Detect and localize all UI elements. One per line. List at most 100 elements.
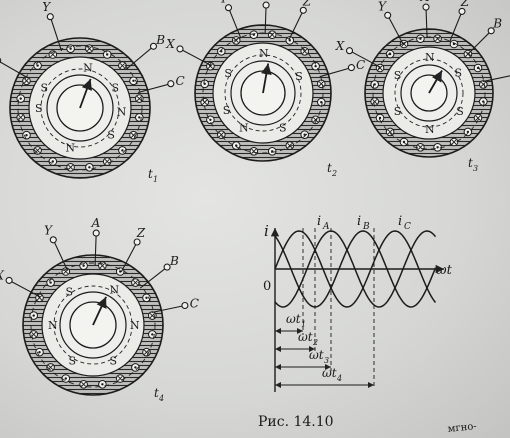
- terminal-label: Z: [460, 0, 470, 9]
- terminal-lead: [0, 61, 29, 79]
- curve-ib: [274, 230, 437, 308]
- curve-ic: [274, 230, 437, 308]
- time-marker-dashes: [302, 228, 375, 389]
- conductor-dot: [134, 366, 137, 369]
- time-label: t: [468, 156, 473, 170]
- pole-label: N: [83, 62, 93, 75]
- terminal-lead: [387, 15, 404, 45]
- terminal-post: [5, 276, 13, 284]
- marker-label-wt4: ωt 4: [322, 366, 342, 383]
- svg-text:A: A: [322, 222, 330, 232]
- pole-label: S: [223, 104, 231, 117]
- conductor-dot: [466, 130, 470, 134]
- terminal-lead: [179, 48, 212, 66]
- terminal-label: Y: [44, 224, 53, 238]
- terminal-post: [176, 45, 184, 53]
- svg-text:ωt: ωt: [309, 348, 324, 362]
- conductor-dot: [49, 281, 52, 284]
- current-waveform-graph: i ωt 0 i A i B i C ωt 1 ωt 2: [263, 214, 453, 392]
- flux-line-inner: [394, 58, 464, 128]
- terminal-post: [0, 57, 2, 64]
- conductor-cross: [119, 63, 125, 69]
- conductor-cross: [302, 48, 308, 54]
- conductor-dot: [19, 97, 22, 100]
- conductor-cross: [99, 263, 105, 269]
- pole-label: S: [224, 67, 232, 80]
- terminal-post: [487, 27, 495, 35]
- rotor-field-arrow: [261, 63, 272, 94]
- time-label-sub: 1: [153, 175, 158, 184]
- marker-label-wt1: ωt 1: [286, 312, 306, 329]
- conductor-dot: [82, 264, 85, 267]
- curve-label-ib: i B: [357, 214, 370, 232]
- svg-text:C: C: [404, 222, 411, 232]
- conductor-cross: [132, 280, 138, 286]
- svg-text:B: B: [362, 222, 370, 232]
- terminal-label: A: [260, 0, 270, 2]
- conductor-dot: [36, 64, 39, 67]
- conductor-cross: [387, 129, 393, 135]
- conductor-cross: [23, 78, 30, 84]
- terminal-lead: [288, 10, 304, 41]
- pole-label: S: [456, 105, 464, 118]
- time-label: t: [154, 386, 159, 400]
- terminal-post: [422, 3, 430, 11]
- terminal-label: Z: [302, 0, 312, 8]
- flux-line-inner: [224, 54, 302, 132]
- pole-label: N: [239, 122, 249, 135]
- machine-m4: SNNSSNXYAZBCt4: [0, 216, 199, 403]
- figure-caption: Рис. 14.10: [258, 414, 334, 430]
- conductor-cross: [318, 81, 324, 87]
- svg-text:1: 1: [301, 320, 306, 329]
- conductor-dot: [402, 140, 406, 144]
- terminal-post: [347, 64, 355, 72]
- terminal-post: [262, 1, 270, 9]
- rotor-field-arrow: [79, 78, 92, 109]
- terminal-lead: [151, 304, 186, 314]
- conductor-cross: [136, 96, 142, 102]
- terminal-post: [167, 80, 175, 88]
- flux-line-inner: [53, 285, 133, 365]
- pole-label: N: [48, 319, 58, 332]
- terminal-label: A: [420, 0, 430, 4]
- conductor-dot: [38, 351, 41, 354]
- graph-origin-label: 0: [263, 279, 271, 294]
- terminal-post: [46, 13, 54, 21]
- terminal-lead: [8, 279, 41, 298]
- marker-label-wt2: ωt 2: [298, 330, 318, 347]
- terminal-label: X: [165, 37, 175, 51]
- svg-text:ωt: ωt: [286, 312, 301, 326]
- machine-m1: SNSSNSNXYBCt1: [0, 0, 185, 184]
- time-label-sub: 3: [473, 164, 478, 173]
- machine-m3: SNSSNSXYAZBCt3: [335, 0, 510, 173]
- terminal-post: [133, 238, 141, 246]
- machines-group: SNSSNSNXYBCt1NSSSNSXYAZCt2SNSSNSXYAZBCt3…: [0, 0, 510, 403]
- pole-label: N: [425, 123, 435, 136]
- terminal-label: Z: [136, 226, 146, 240]
- terminal-label: Y: [220, 0, 229, 5]
- pole-label: S: [279, 122, 287, 135]
- time-label-sub: 2: [331, 169, 337, 178]
- terminal-post: [384, 11, 392, 19]
- conductor-cross: [475, 115, 481, 121]
- svg-text:ωt: ωt: [298, 330, 313, 344]
- terminal-post: [149, 42, 158, 50]
- terminal-post: [345, 47, 354, 55]
- conductor-dot: [64, 377, 68, 380]
- terminal-label: Y: [378, 0, 387, 14]
- flux-line-inner: [40, 68, 120, 148]
- pole-label: S: [394, 69, 402, 82]
- terminal-label: C: [190, 296, 199, 310]
- terminal-lead: [137, 83, 171, 94]
- conductor-dot: [235, 144, 238, 147]
- conductor-dot: [69, 47, 72, 50]
- pole-label: S: [41, 82, 49, 95]
- terminal-lead: [449, 11, 463, 43]
- time-label: t: [148, 167, 153, 181]
- conductor-dot: [209, 118, 212, 122]
- terminal-post: [458, 7, 466, 15]
- conductor-dot: [88, 166, 91, 169]
- terminal-post: [299, 6, 307, 14]
- curve-label-ic: i C: [398, 214, 411, 232]
